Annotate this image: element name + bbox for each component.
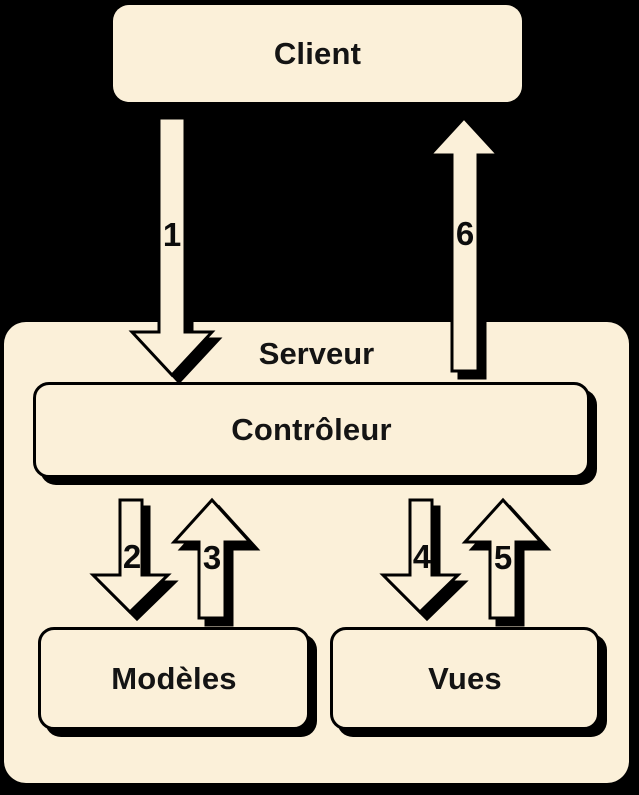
vues-box: Vues <box>330 627 600 730</box>
client-box: Client <box>113 5 522 102</box>
modeles-label: Modèles <box>111 660 237 696</box>
controleur-box: Contrôleur <box>33 382 590 478</box>
client-label: Client <box>273 35 362 71</box>
vues-label: Vues <box>428 660 502 696</box>
modeles-box: Modèles <box>38 627 310 730</box>
controleur-label: Contrôleur <box>231 412 392 447</box>
arrow-6-number: 6 <box>455 215 475 252</box>
arrow-1-number: 1 <box>162 216 182 253</box>
serveur-label: Serveur <box>258 336 375 371</box>
